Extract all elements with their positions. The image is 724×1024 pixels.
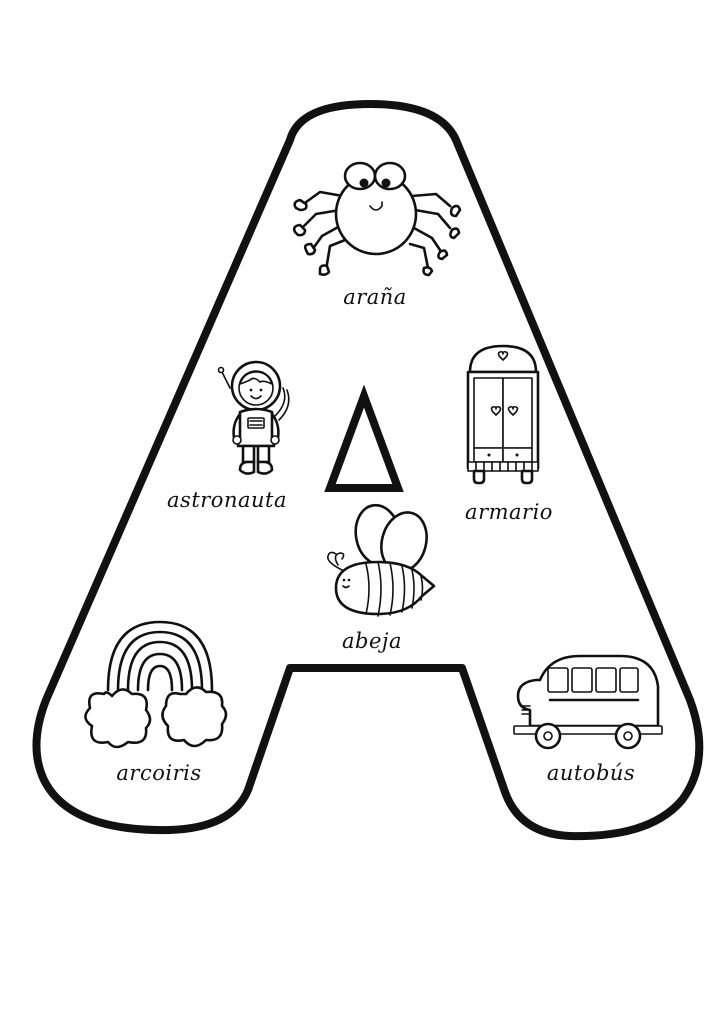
rainbow-icon xyxy=(84,620,228,749)
astronaut-icon xyxy=(217,360,290,475)
word-autobus: autobús xyxy=(546,761,636,785)
word-astronauta: astronauta xyxy=(167,488,287,512)
letter-a-outline xyxy=(32,100,704,841)
spider-icon xyxy=(292,161,462,277)
bee-icon xyxy=(326,503,436,617)
word-arana: araña xyxy=(343,285,407,309)
bus-icon xyxy=(513,654,663,750)
wardrobe-icon xyxy=(466,344,540,485)
word-arcoiris: arcoiris xyxy=(116,761,202,785)
word-armario: armario xyxy=(465,500,553,524)
word-abeja: abeja xyxy=(342,629,402,653)
